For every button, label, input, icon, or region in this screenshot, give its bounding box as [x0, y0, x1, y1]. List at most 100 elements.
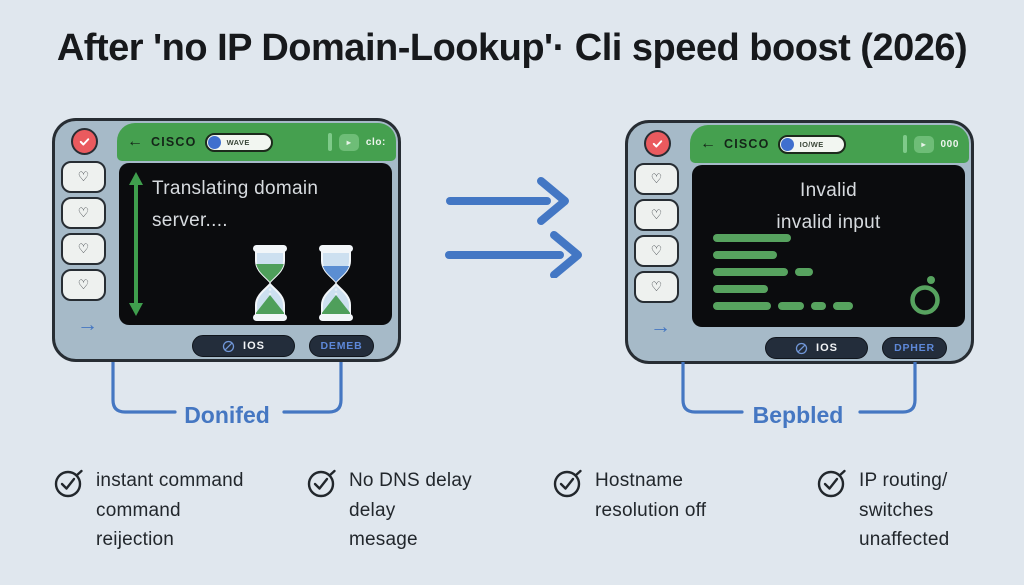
dpher-button[interactable]: DPHER	[882, 337, 947, 359]
feature-line: unaffected	[859, 529, 950, 550]
terminal-bar-row	[713, 234, 853, 242]
terminal-bar-row	[713, 302, 853, 310]
device-before: ♡ ♡ ♡ ♡ ← CISCO WAVE ▸ clo:	[52, 118, 401, 362]
terminal-text: Invalid invalid input	[776, 180, 881, 233]
heart-key-button[interactable]: ♡	[61, 233, 106, 265]
feature-line: delay	[349, 499, 396, 521]
caption-after: Bepbled	[752, 402, 844, 428]
vertical-double-arrow-icon	[129, 172, 143, 316]
feature-line: reijection	[96, 529, 175, 550]
toggle-knob-icon	[207, 135, 221, 149]
feature-line: resolution off	[595, 499, 707, 521]
terminal-bars	[713, 234, 853, 319]
brand-label: CISCO	[724, 137, 770, 151]
device-screen-before: Translating domain server....	[119, 163, 392, 325]
heart-icon: ♡	[77, 241, 90, 256]
check-circle-icon	[307, 469, 336, 498]
ios-label: IOS	[816, 342, 838, 354]
feature-item: instant command command reijection	[53, 466, 244, 555]
heart-icon: ♡	[650, 243, 663, 258]
heart-key-button[interactable]: ♡	[634, 163, 679, 195]
feature-line: No DNS delay	[349, 470, 472, 491]
feature-item: Hostname resolution off	[552, 466, 706, 525]
heart-icon: ♡	[77, 277, 90, 292]
terminal-text: Translating domain server....	[152, 178, 319, 231]
terminal-bar	[811, 302, 826, 310]
page-title: After 'no IP Domain-Lookup'· Cli speed b…	[56, 27, 968, 69]
heart-key-button[interactable]: ♡	[61, 197, 106, 229]
header-status: clo:	[365, 136, 386, 148]
feature-line: instant command	[96, 470, 244, 491]
nav-arrow-icon[interactable]: →	[77, 313, 98, 336]
heart-key-button[interactable]: ♡	[634, 235, 679, 267]
badge-icon: ▸	[913, 135, 934, 153]
toggle-knob-icon	[780, 137, 794, 151]
device-screen-after: Invalid invalid input	[692, 165, 965, 327]
hourglass-blue-icon	[319, 245, 353, 321]
toggle-label: WAVE	[226, 137, 250, 147]
hourglass-green-icon	[253, 245, 287, 321]
terminal-bar	[713, 251, 777, 259]
check-circle-icon	[817, 469, 846, 498]
feature-line: IP routing/	[859, 470, 948, 491]
terminal-bar	[713, 285, 768, 293]
terminal-bar	[713, 268, 788, 276]
demeb-button[interactable]: DEMEB	[309, 335, 374, 357]
no-circle-icon	[795, 342, 808, 354]
signal-bar-icon	[327, 133, 332, 151]
power-button[interactable]	[71, 128, 98, 155]
check-icon	[79, 138, 90, 146]
toggle-label: IO/WE	[799, 139, 824, 149]
heart-icon: ♡	[77, 205, 90, 220]
transition-arrows-icon	[445, 177, 582, 278]
side-button-column: ♡ ♡ ♡ ♡	[61, 161, 106, 301]
no-circle-icon	[222, 340, 235, 352]
device-after: ♡ ♡ ♡ ♡ ← CISCO IO/WE ▸ 000 Invalid inva…	[625, 120, 974, 364]
terminal-bar	[795, 268, 813, 276]
heart-icon: ♡	[650, 171, 663, 186]
back-arrow-icon[interactable]: ←	[127, 133, 143, 150]
nav-arrow-icon[interactable]: →	[650, 315, 671, 338]
ios-button[interactable]: IOS	[765, 337, 868, 359]
wave-toggle[interactable]: IO/WE	[777, 134, 846, 154]
terminal-bar-row	[713, 285, 853, 293]
terminal-bar	[778, 302, 804, 310]
ios-label: IOS	[243, 340, 265, 352]
terminal-bar	[713, 302, 771, 310]
heart-key-button[interactable]: ♡	[61, 269, 106, 301]
heart-icon: ♡	[650, 279, 663, 294]
device-header: ← CISCO WAVE ▸ clo:	[117, 123, 396, 161]
feature-line: mesage	[349, 529, 418, 550]
heart-icon: ♡	[77, 169, 90, 184]
badge-icon: ▸	[338, 133, 359, 151]
check-circle-icon	[553, 469, 582, 498]
heart-icon: ♡	[650, 207, 663, 222]
ios-button[interactable]: IOS	[192, 335, 295, 357]
check-icon	[652, 140, 663, 148]
loading-circle-icon	[910, 276, 940, 315]
side-button-column: ♡ ♡ ♡ ♡	[634, 163, 679, 303]
terminal-bar	[713, 234, 791, 242]
heart-key-button[interactable]: ♡	[61, 161, 106, 193]
signal-bar-icon	[902, 135, 907, 153]
feature-line: switches	[859, 499, 934, 521]
terminal-bar	[833, 302, 853, 310]
feature-line: command	[96, 499, 181, 521]
terminal-bar-row	[713, 268, 853, 276]
action-label: DPHER	[894, 342, 935, 354]
wave-toggle[interactable]: WAVE	[204, 132, 273, 152]
action-label: DEMEB	[320, 340, 363, 352]
feature-item: No DNS delay delay mesage	[306, 466, 472, 555]
feature-line: Hostname	[595, 470, 684, 491]
caption-before: Donifed	[184, 402, 270, 428]
heart-key-button[interactable]: ♡	[634, 271, 679, 303]
check-circle-icon	[54, 469, 83, 498]
terminal-bar-row	[713, 251, 853, 259]
bracket-right-icon	[681, 362, 917, 414]
power-button[interactable]	[644, 130, 671, 157]
heart-key-button[interactable]: ♡	[634, 199, 679, 231]
device-header: ← CISCO IO/WE ▸ 000	[690, 125, 969, 163]
back-arrow-icon[interactable]: ←	[700, 135, 716, 152]
feature-item: IP routing/ switches unaffected	[816, 466, 949, 555]
